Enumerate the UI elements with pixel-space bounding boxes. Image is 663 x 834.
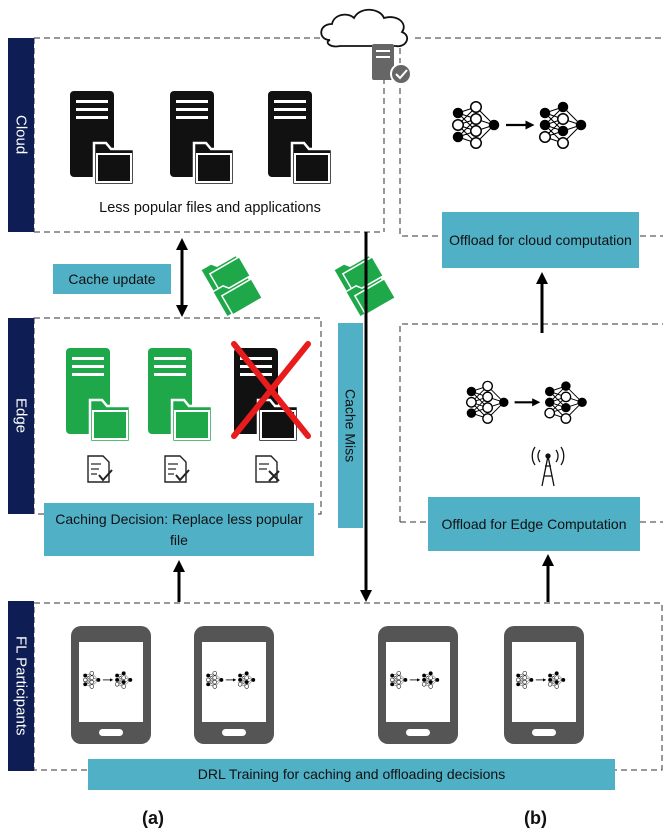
- document-check-icon: [164, 455, 190, 483]
- cache-update-label: Cache update: [53, 264, 171, 294]
- tablet-icon: [71, 626, 151, 744]
- tier-label-edge: Edge: [8, 318, 34, 514]
- tablet-icon: [504, 626, 584, 744]
- arrows: [173, 232, 554, 602]
- server-check-icon: [372, 44, 412, 85]
- cloud-region: [33, 37, 663, 237]
- tier-label-cloud: Cloud: [8, 38, 34, 232]
- document-check-icon: [87, 455, 113, 483]
- antenna-tower-icon: [531, 446, 565, 487]
- drl-training-box: DRL Training for caching and offloading …: [88, 759, 615, 790]
- document-cross-icon: [255, 455, 280, 483]
- server-folder-icon-green: [146, 346, 214, 444]
- server-folder-icon: [168, 89, 236, 187]
- cloud-caption: Less popular files and applications: [99, 200, 321, 216]
- server-folder-icon-green: [64, 346, 132, 444]
- offload-cloud-box: Offload for cloud computation: [442, 212, 639, 268]
- figure-label-a: (a): [142, 808, 164, 828]
- folder-pair-icon: [199, 249, 264, 319]
- edge-b-region: [399, 323, 663, 523]
- participants-region: [33, 602, 663, 771]
- offload-edge-box: Offload for Edge Computation: [428, 497, 640, 551]
- figure-label-b: (b): [524, 808, 547, 828]
- tier-label-participants: FL Participants: [8, 601, 34, 771]
- server-folder-icon: [68, 89, 136, 187]
- server-folder-icon: [266, 89, 334, 187]
- cloud-icon: [320, 8, 409, 48]
- cross-mark-icon: [231, 341, 311, 439]
- caching-decision-box: Caching Decision: Replace less popular f…: [44, 503, 314, 556]
- tablet-icon: [378, 626, 458, 744]
- neural-network-icon: [467, 381, 587, 423]
- edge-region: [33, 317, 322, 515]
- tablet-icon: [194, 626, 274, 744]
- neural-network-icon: [453, 102, 587, 149]
- cache-miss-label: Cache Miss: [338, 323, 363, 528]
